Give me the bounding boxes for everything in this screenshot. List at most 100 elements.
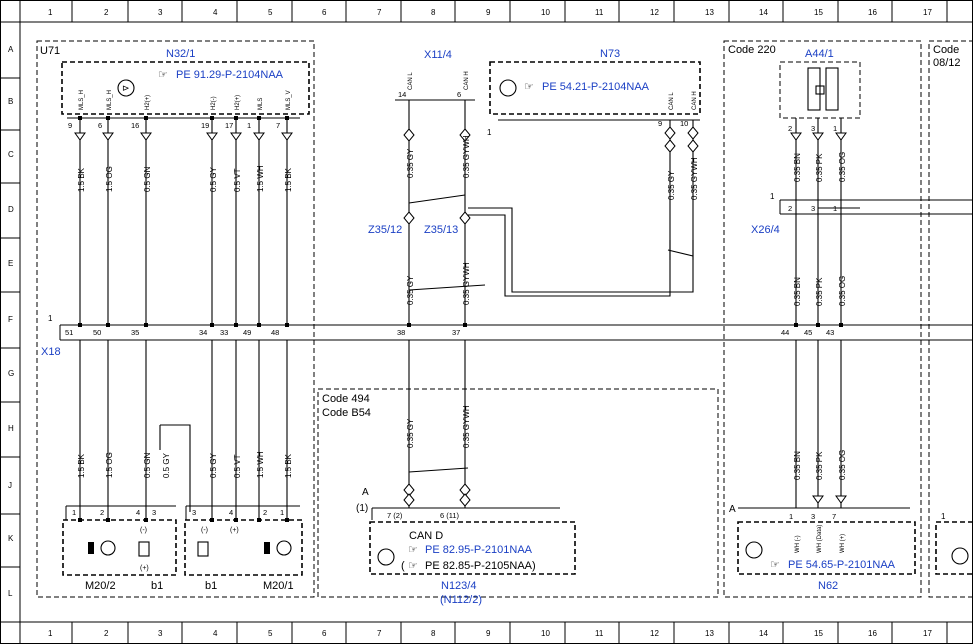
pin-name: CAN L xyxy=(669,92,675,110)
pin-number: 43 xyxy=(826,328,834,337)
splice-diamond-icon xyxy=(687,139,699,153)
code-cut-label: Code xyxy=(933,44,959,56)
pin-number: 6 xyxy=(457,90,461,99)
pin-number: 51 xyxy=(65,328,73,337)
n62-module-icon xyxy=(745,541,763,559)
wire-label: 0.35 GYWH xyxy=(462,135,471,178)
wire-label: 0.35 PK xyxy=(815,277,824,306)
wire-label: 0.35 OG xyxy=(838,450,847,480)
code-cut-sub-label: 08/12 xyxy=(933,57,961,69)
wire-label: 0.5 GY xyxy=(209,452,218,478)
wire-label: 1.5 BK xyxy=(77,453,86,478)
grid-column-label: 3 xyxy=(158,8,163,17)
wire-label: 1.5 WH xyxy=(256,451,265,478)
splice-diamond-icon xyxy=(403,211,415,225)
pin-number: 4 xyxy=(229,508,233,517)
b1-minus-mark: (-) xyxy=(140,527,147,534)
label-a-2: A xyxy=(729,504,736,515)
pin-marker-icon xyxy=(257,323,261,327)
splice-diamond-icon xyxy=(459,128,471,142)
pin-number: 1 xyxy=(833,124,837,133)
grid-row-label: L xyxy=(8,589,13,598)
grid-column-label: 11 xyxy=(595,629,604,638)
pin-name: WH (+) xyxy=(840,534,846,553)
wire-label: 0.35 GY xyxy=(667,170,676,200)
pin-number: 7 xyxy=(832,512,836,521)
n32-1-reference-link[interactable]: PE 91.29-P-2104NAA xyxy=(176,69,284,81)
wire-label: 0.5 VT xyxy=(233,168,242,192)
b1-right-label: b1 xyxy=(205,580,217,592)
pin-marker-icon xyxy=(234,116,238,120)
wire-label: 1.5 BK xyxy=(77,167,86,192)
pin-number: 2 xyxy=(100,508,104,517)
splice-diamond-icon xyxy=(664,126,676,140)
pin-name: MLS xyxy=(258,98,264,110)
pin-number: 14 xyxy=(398,90,406,99)
pin-marker-icon xyxy=(285,518,289,522)
n62-reference-link[interactable]: PE 54.65-P-2101NAA xyxy=(788,559,896,571)
b1-left-label: b1 xyxy=(151,580,163,592)
pin-number: 3 xyxy=(811,124,815,133)
wire-label: 1.5 BK xyxy=(284,167,293,192)
z35-12-label: Z35/12 xyxy=(368,224,402,236)
m20-2-motor-icon xyxy=(100,540,116,556)
pin-number: 38 xyxy=(397,328,405,337)
wire-label: 0.5 VT xyxy=(233,454,242,478)
pin-marker-icon xyxy=(839,323,843,327)
n73-reference-link[interactable]: PE 54.21-P-2104NAA xyxy=(542,81,650,93)
wire-label: 0.5 GY xyxy=(162,452,171,478)
wire-label: 1.5 OG xyxy=(105,166,114,192)
wire-label: 0.35 GYWH xyxy=(462,262,471,305)
wire-label: 0.35 BN xyxy=(793,153,802,182)
n112-2-label: (N112/2) xyxy=(440,594,482,606)
u71-label: U71 xyxy=(40,45,60,57)
pin-number: 10 xyxy=(680,119,688,128)
b1-right-sensor-icon xyxy=(197,541,209,557)
pin-marker-icon xyxy=(78,323,82,327)
wire-label: 0.35 OG xyxy=(838,152,847,182)
grid-row-label: A xyxy=(8,45,14,54)
n123-reference-link-1[interactable]: PE 82.95-P-2101NAA xyxy=(425,544,533,556)
wire-label: 0.35 GY xyxy=(406,275,415,305)
grid-column-label: 11 xyxy=(595,8,604,17)
pin-number: 35 xyxy=(131,328,139,337)
grid-column-label: 2 xyxy=(104,629,109,638)
pin-marker-icon xyxy=(210,518,214,522)
n73-label: N73 xyxy=(600,48,620,60)
pin-marker-icon xyxy=(106,116,110,120)
grid-column-label: 5 xyxy=(268,629,273,638)
splice-diamond-icon xyxy=(459,211,471,225)
pin-number: 6 xyxy=(98,121,102,130)
pin-marker-icon xyxy=(816,323,820,327)
pin-number: 44 xyxy=(781,328,789,337)
can-d-label: CAN D xyxy=(409,530,443,542)
wire-label: 0.35 GY xyxy=(406,148,415,178)
n123-reference-link-2[interactable]: PE 82.85-P-2105NAA) xyxy=(425,560,536,572)
pin-number: 1 xyxy=(789,512,793,521)
x11-4-label: X11/4 xyxy=(424,49,452,61)
splice-diamond-icon xyxy=(403,493,415,507)
pin-number: 19 xyxy=(201,121,209,130)
label-a-1: A xyxy=(362,487,369,498)
grid-column-label: 5 xyxy=(268,8,273,17)
connector-contact-icon xyxy=(812,132,824,141)
z35-13-label: Z35/13 xyxy=(424,224,458,236)
n32-transistor-icon: ⊳ xyxy=(122,83,130,93)
grid-row-label: F xyxy=(8,315,13,324)
b1-plus-mark: (+) xyxy=(230,527,239,534)
grid-column-label: 12 xyxy=(650,629,659,638)
grid-column-label: 16 xyxy=(868,629,877,638)
pin-name: WH (Data) xyxy=(817,525,823,553)
connector-contact-icon xyxy=(253,132,265,141)
connector-contact-icon xyxy=(74,132,86,141)
m20-2-b1-box xyxy=(62,519,177,576)
wire-label: 0.35 BN xyxy=(793,277,802,306)
grid-column-label: 9 xyxy=(486,629,491,638)
wire-label: 1.5 OG xyxy=(105,452,114,478)
grid-column-label: 6 xyxy=(322,8,327,17)
pin-name: WH (-) xyxy=(795,535,801,553)
pin-number: 45 xyxy=(804,328,812,337)
code494-label: Code 494 xyxy=(322,393,370,405)
